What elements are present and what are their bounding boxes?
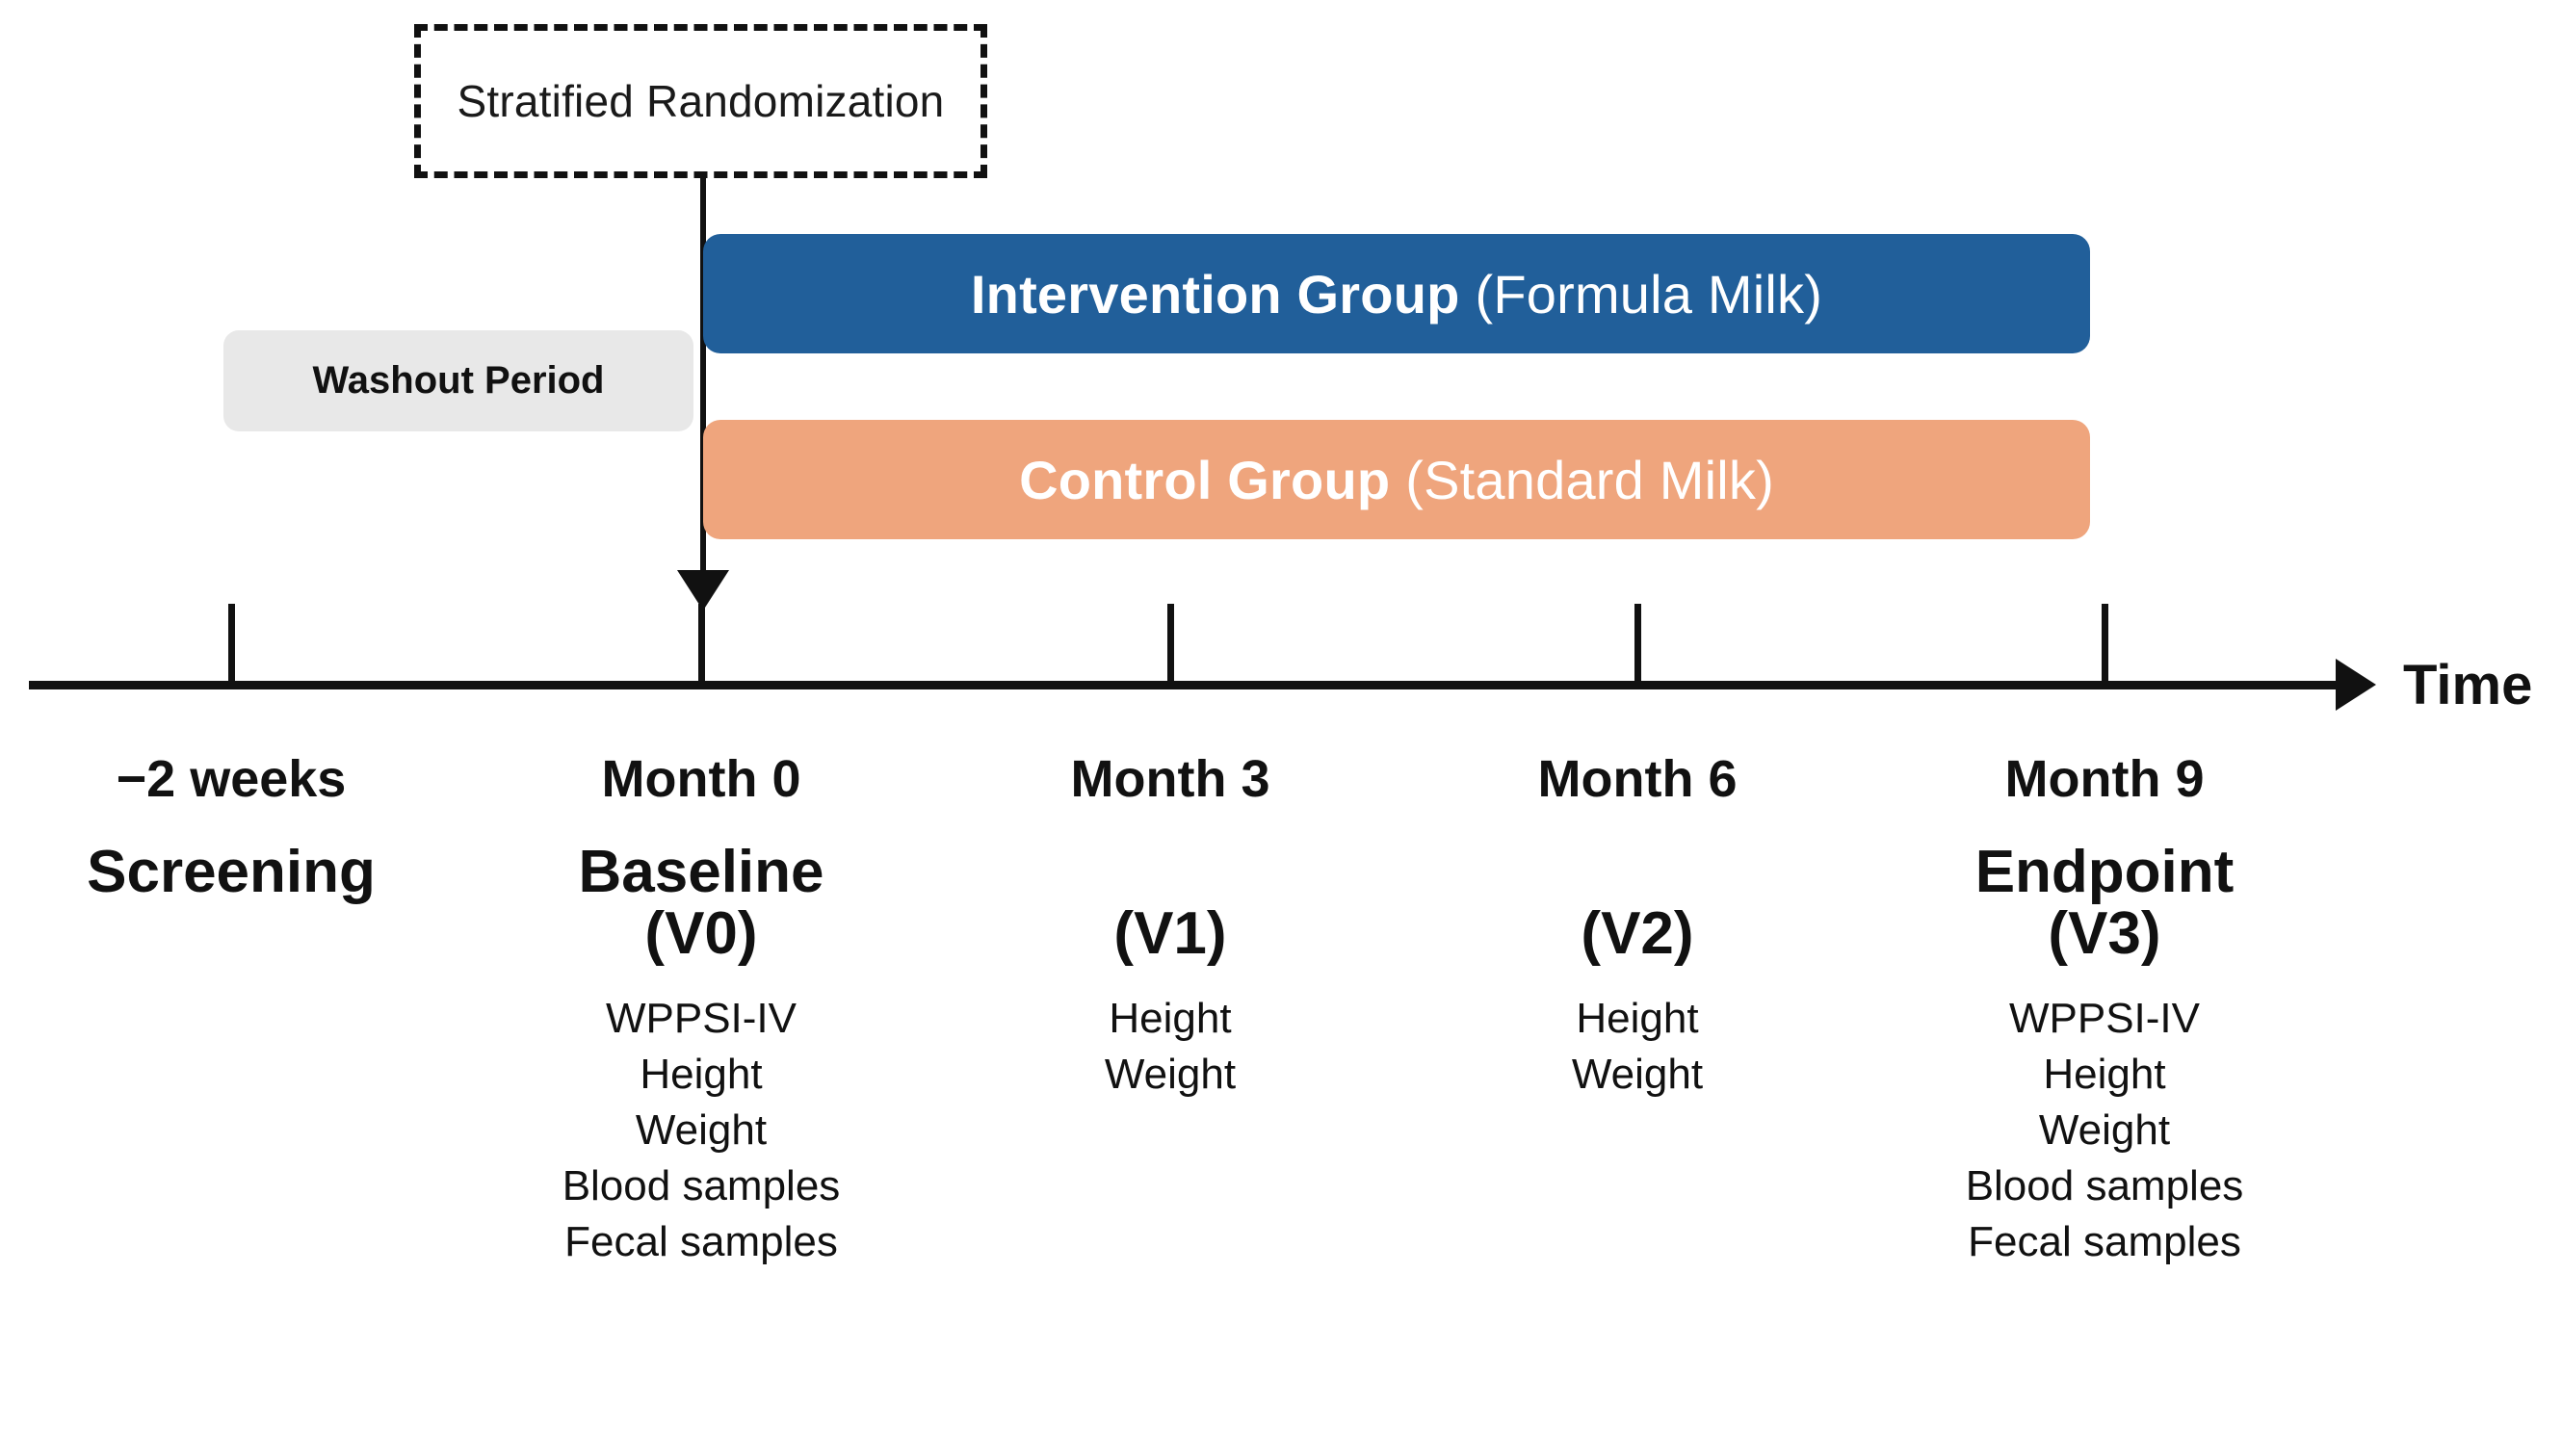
axis-tick-month-9 [2102,604,2108,685]
visit-code-baseline: (V0) [644,899,758,967]
time-label-month-6: Month 6 [1537,750,1738,808]
assessment-item: WPPSI-IV [2008,994,2201,1042]
assessment-item: Weight [635,1105,768,1154]
assessment-item: Height [2043,1050,2166,1098]
visit-title-endpoint: Endpoint [1974,839,2235,906]
assessment-item: Height [1576,994,1699,1042]
assessment-item: Weight [1104,1050,1237,1098]
assessment-item: Blood samples [1965,1162,2244,1210]
visit-title-screening: Screening [87,839,376,906]
control-group-bar: Control Group (Standard Milk) [703,420,2090,539]
assessment-item: Blood samples [562,1162,841,1210]
assessment-item: Fecal samples [1968,1218,2241,1266]
timepoint-column-screening: −2 weeks Screening [29,751,433,930]
assessment-item: Fecal samples [564,1218,838,1266]
assessment-item: WPPSI-IV [605,994,797,1042]
intervention-group-bar: Intervention Group (Formula Milk) [703,234,2090,353]
randomization-arrow-line [700,176,706,581]
time-label-month-3: Month 3 [1070,750,1270,808]
visit-name-v1: X (V1) [968,842,1372,963]
axis-tick-month-3 [1167,604,1174,685]
time-label-month-9: Month 9 [2004,750,2205,808]
visit-name-endpoint: Endpoint (V3) [1902,839,2307,967]
assessment-item: Height [640,1050,763,1098]
assessment-item: Height [1109,994,1232,1042]
visit-code-v2: (V2) [1581,899,1694,967]
stratified-randomization-label: Stratified Randomization [457,76,945,126]
timeline-arrow-head-icon [2336,659,2376,711]
timeline-axis-title: Time [2403,654,2533,716]
visit-code-endpoint: (V3) [2048,899,2161,967]
axis-tick-month-0 [698,604,705,685]
visit-code-v1: (V1) [1113,899,1227,967]
assessment-item: Weight [2038,1105,2171,1154]
visit-name-screening: Screening [29,842,433,902]
visit-title-baseline: Baseline [578,839,824,906]
control-group-detail: (Standard Milk) [1405,449,1774,510]
intervention-group-name: Intervention Group [970,263,1460,325]
time-label-month-0: Month 0 [601,750,801,808]
visit-name-v2: X (V2) [1435,842,1840,963]
stratified-randomization-box: Stratified Randomization [414,24,987,178]
timeline-axis-line [29,681,2340,689]
washout-period-box: Washout Period [223,330,693,431]
washout-period-label: Washout Period [312,359,605,402]
axis-tick-month-6 [1634,604,1641,685]
time-label-screening: −2 weeks [116,750,347,808]
visit-name-baseline: Baseline (V0) [499,839,903,967]
control-group-name: Control Group [1019,449,1391,510]
assessment-item: Weight [1571,1050,1704,1098]
intervention-group-detail: (Formula Milk) [1475,263,1823,325]
axis-tick-screening [228,604,235,685]
